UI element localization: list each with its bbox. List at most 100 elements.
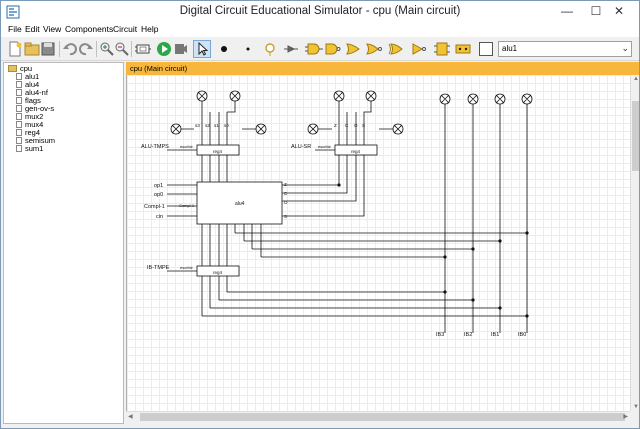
and-gate-icon[interactable] (305, 40, 323, 58)
zoom-out-icon[interactable] (113, 40, 131, 58)
flag-label: S (362, 123, 365, 128)
file-icon (16, 145, 22, 152)
tree-root-cpu[interactable]: cpu (8, 64, 32, 73)
file-icon (16, 97, 22, 104)
register-icon[interactable] (454, 40, 472, 58)
scroll-left-icon[interactable]: ◀ (128, 414, 133, 420)
tristate-buffer-icon[interactable] (282, 40, 300, 58)
register-label: IB-TMPE (147, 265, 170, 271)
horizontal-scroll-thumb[interactable] (140, 413, 625, 421)
scroll-down-icon[interactable]: ▼ (633, 404, 639, 410)
bit-label: s2 (205, 123, 210, 128)
xor-gate-icon[interactable] (388, 40, 406, 58)
pointer-icon (198, 41, 209, 56)
redo-icon[interactable] (77, 40, 95, 58)
wire-junction (337, 183, 341, 187)
tree-item[interactable]: alu4 (16, 80, 39, 89)
document-tab-header: cpu (Main circuit) (126, 62, 639, 75)
select-tool-icon[interactable] (193, 40, 211, 58)
menu-components[interactable]: Components (65, 24, 114, 34)
horizontal-scrollbar[interactable]: ◀ ▶ (126, 411, 630, 421)
menu-view[interactable]: View (43, 24, 62, 34)
alu-output-pin: Z (284, 182, 287, 187)
alu-block[interactable] (196, 181, 283, 225)
nor-gate-icon[interactable] (366, 40, 384, 58)
bus-label: IB3 (436, 332, 444, 338)
tree-item[interactable]: flags (16, 96, 41, 105)
tree-item[interactable]: semisum (16, 136, 55, 145)
component-preview-icon (479, 42, 493, 56)
tree-item[interactable]: alu1 (16, 72, 39, 81)
menu-circuit[interactable]: Circuit (113, 24, 138, 34)
undo-icon[interactable] (61, 40, 79, 58)
maximize-button[interactable]: ☐ (582, 1, 610, 21)
tree-item[interactable]: reg4 (16, 128, 40, 137)
flag-label: Z (334, 123, 337, 128)
or-gate-icon[interactable] (345, 40, 363, 58)
stop-simulation-icon[interactable] (172, 40, 190, 58)
scroll-right-icon[interactable]: ▶ (623, 414, 628, 420)
toolbar-separator (59, 41, 60, 57)
new-file-icon[interactable] (6, 40, 24, 58)
junction-point-icon[interactable] (215, 40, 233, 58)
file-icon (16, 121, 22, 128)
circuit-diagram[interactable]: ALU-TMPS ALU-SR IB-TMPE escribir escribi… (127, 75, 630, 411)
wire-point-icon[interactable] (239, 40, 257, 58)
tree-item[interactable]: alu4-nf (16, 88, 48, 97)
tree-item-label: alu4 (25, 80, 40, 89)
wire-junction (498, 239, 502, 243)
tree-item-label: sum1 (25, 144, 44, 153)
tree-item-label: flags (25, 96, 41, 105)
wire-junction (443, 255, 447, 259)
wire-junction (443, 290, 447, 294)
register-name: reg4 (351, 149, 361, 154)
circuit-canvas[interactable]: ALU-TMPS ALU-SR IB-TMPE escribir escribi… (126, 75, 630, 411)
write-pin-label: escribir (180, 144, 194, 149)
bus-label: IB2 (464, 332, 472, 338)
open-folder-icon[interactable] (23, 40, 41, 58)
subcircuit-icon[interactable] (134, 40, 152, 58)
not-gate-icon[interactable] (410, 40, 428, 58)
component-select-value: alu1 (502, 44, 518, 53)
tree-item[interactable]: gen-ov-s (16, 104, 54, 113)
alu-output-pin: O (284, 200, 288, 205)
toolbar-separator (131, 41, 132, 57)
bit-label: s1 (214, 123, 219, 128)
toolbar-separator (96, 41, 97, 57)
toolbar: alu1 ⌄ (1, 37, 639, 61)
menu-help[interactable]: Help (141, 24, 159, 34)
save-icon[interactable] (39, 40, 57, 58)
flag-label: C (345, 123, 349, 128)
vertical-scroll-thumb[interactable] (632, 101, 639, 171)
flag-label: O (354, 123, 358, 128)
write-pin-label: escribir (180, 265, 194, 270)
write-pin-label: escribir (318, 144, 332, 149)
menu-file[interactable]: File (8, 24, 22, 34)
tree-item[interactable]: sum1 (16, 144, 43, 153)
vertical-scrollbar[interactable]: ▲ ▼ (630, 75, 639, 411)
input-switch-icon[interactable] (261, 40, 279, 58)
minimize-icon: — (561, 4, 573, 18)
tree-item-label: mux4 (25, 120, 44, 129)
alu-input-label: Compl-1 (144, 204, 165, 210)
run-simulation-icon[interactable] (155, 40, 173, 58)
component-select[interactable]: alu1 ⌄ (498, 41, 632, 57)
flip-flop-icon[interactable] (433, 40, 451, 58)
file-icon (16, 137, 22, 144)
close-button[interactable]: ✕ (599, 1, 639, 21)
wire-junction (471, 298, 475, 302)
menu-edit[interactable]: Edit (25, 24, 40, 34)
scroll-up-icon[interactable]: ▲ (633, 76, 639, 82)
file-icon (16, 89, 22, 96)
alu-input-label: op0 (154, 192, 163, 198)
file-icon (16, 129, 22, 136)
zoom-in-icon[interactable] (98, 40, 116, 58)
tree-item[interactable]: mux4 (16, 120, 43, 129)
minimize-button[interactable]: — (553, 1, 581, 21)
nand-gate-icon[interactable] (324, 40, 342, 58)
tree-item-label: gen-ov-s (25, 104, 55, 113)
tree-item[interactable]: mux2 (16, 112, 43, 121)
chevron-down-icon: ⌄ (621, 43, 629, 53)
file-icon (16, 113, 22, 120)
